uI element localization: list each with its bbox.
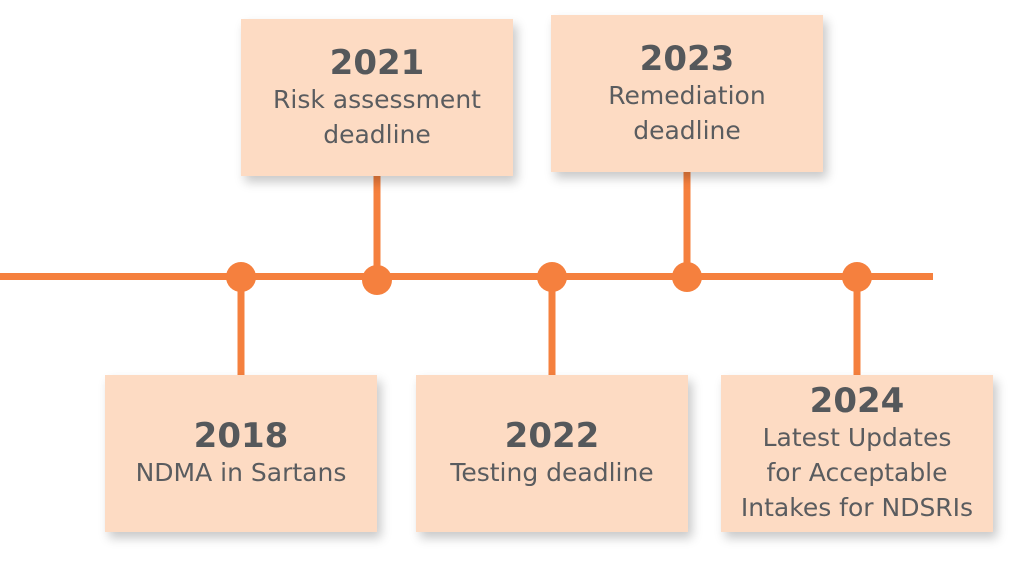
event-year: 2021 xyxy=(329,42,425,83)
event-label-line: Testing deadline xyxy=(450,458,654,487)
event-box-2022: 2022 Testing deadline xyxy=(416,375,688,532)
event-label-line: Latest Updates xyxy=(762,423,952,452)
event-label-line: Remediation xyxy=(608,80,766,110)
event-label-line: deadline xyxy=(323,119,431,149)
timeline-dot-2021 xyxy=(362,265,392,295)
event-year: 2018 xyxy=(193,416,289,456)
event-year: 2023 xyxy=(639,38,735,79)
stem-2023 xyxy=(683,170,691,277)
event-label-line: NDMA in Sartans xyxy=(135,458,347,487)
event-year: 2022 xyxy=(504,416,600,456)
timeline-dot-2023 xyxy=(672,262,702,292)
event-box-2024: 2024 Latest Updates for Acceptable Intak… xyxy=(721,375,993,532)
event-label-line: Intakes for NDSRIs xyxy=(740,493,974,522)
stem-2018 xyxy=(237,277,245,377)
event-box-2018: 2018 NDMA in Sartans xyxy=(105,375,377,532)
event-box-2023: 2023 Remediation deadline xyxy=(551,15,823,172)
event-year: 2024 xyxy=(809,381,905,421)
timeline-dot-2024 xyxy=(842,262,872,292)
event-label-line: for Acceptable xyxy=(766,458,948,487)
stem-2022 xyxy=(548,277,556,377)
timeline-axis xyxy=(0,273,933,280)
stem-2024 xyxy=(853,277,861,377)
timeline-dot-2018 xyxy=(226,262,256,292)
stem-2021 xyxy=(373,175,381,277)
timeline-dot-2022 xyxy=(537,262,567,292)
event-box-2021: 2021 Risk assessment deadline xyxy=(241,19,513,176)
event-label-line: Risk assessment xyxy=(273,84,481,114)
event-label-line: deadline xyxy=(633,115,741,145)
